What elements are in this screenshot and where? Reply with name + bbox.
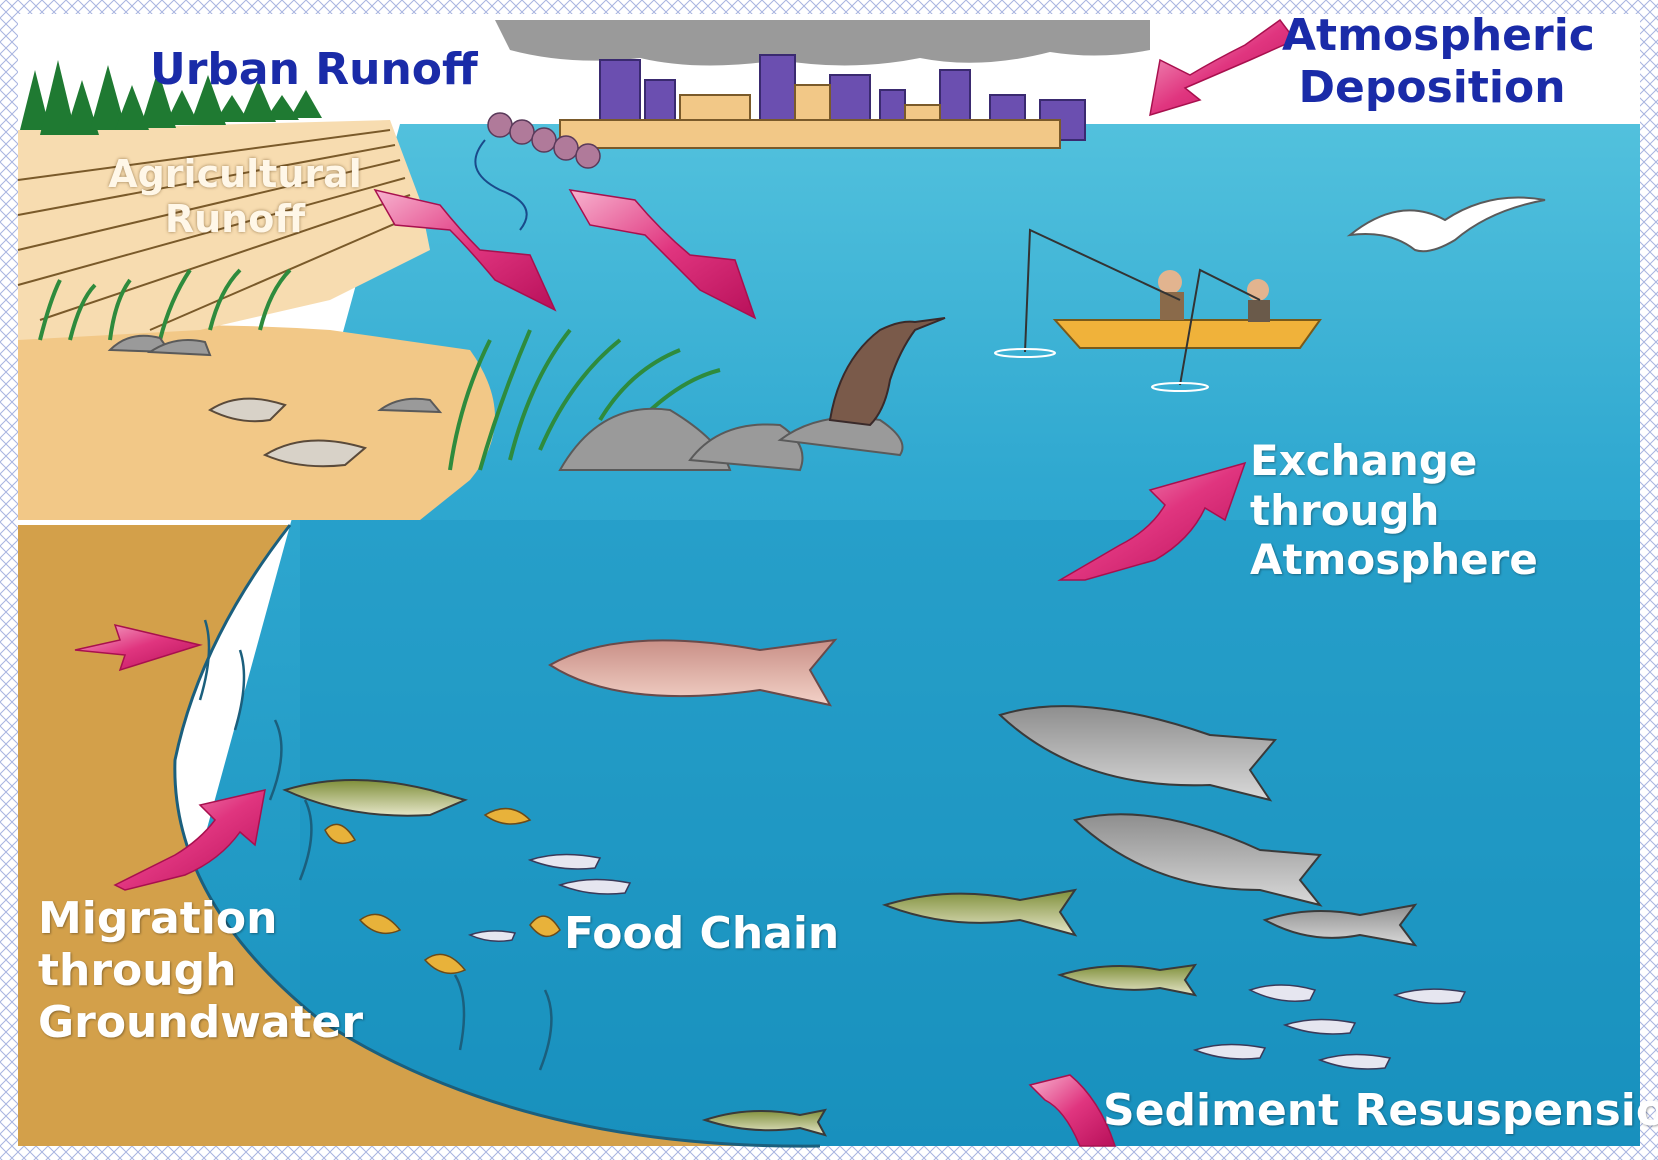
label-atmospheric-deposition: Atmospheric Deposition — [1282, 10, 1582, 114]
label-food-chain: Food Chain — [564, 908, 839, 960]
label-sediment-resuspension: Sediment Resuspension — [1103, 1085, 1658, 1137]
label-urban-runoff: Urban Runoff — [150, 44, 478, 96]
deep-water — [300, 520, 1640, 1146]
label-agricultural-runoff: Agricultural Runoff — [95, 152, 375, 242]
label-migration-through-groundwater: Migration through Groundwater — [38, 893, 363, 1049]
sandy-bank — [18, 325, 495, 520]
label-exchange-through-atmosphere: Exchange through Atmosphere — [1250, 436, 1538, 585]
